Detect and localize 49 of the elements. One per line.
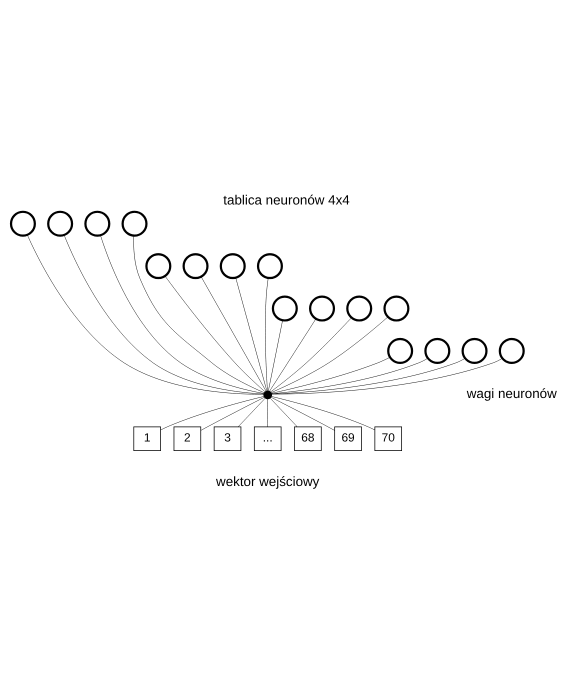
node-circle [47, 210, 74, 237]
connector [271, 396, 376, 430]
connector [200, 397, 265, 431]
connector [236, 278, 268, 392]
node-circle [256, 253, 283, 280]
connector [270, 397, 335, 431]
node-circle [424, 338, 450, 364]
connector [200, 276, 266, 392]
node-box: 68 [294, 426, 322, 452]
node-circle [387, 338, 414, 364]
label: wektor wejściowy [216, 474, 320, 489]
node-circle [10, 210, 36, 237]
connector [133, 235, 264, 393]
connector [100, 235, 264, 394]
node-box: 70 [374, 426, 402, 452]
connector [270, 316, 388, 393]
node-box: 3 [214, 426, 242, 452]
connector [272, 358, 502, 394]
node-circle [220, 253, 246, 280]
node-box: ... [254, 426, 282, 452]
label: wagi neuronów [466, 386, 557, 402]
connector [269, 318, 316, 392]
connector [64, 234, 264, 394]
node-circle [383, 296, 410, 322]
connector [270, 318, 352, 392]
node-circle [272, 296, 298, 322]
node-circle [462, 338, 488, 364]
connector [27, 234, 264, 394]
connector [271, 357, 390, 394]
connector [270, 398, 298, 427]
diagram-title: tablica neuronów 4x4 [223, 192, 350, 208]
connector [265, 278, 268, 391]
node-dot [263, 390, 272, 400]
node-circle [309, 296, 336, 322]
node-circle [346, 296, 372, 322]
node-box: 2 [174, 426, 202, 452]
node-box: 1 [133, 426, 161, 452]
node-circle [84, 210, 110, 237]
connector [164, 276, 266, 392]
connector [272, 358, 428, 394]
node-circle [145, 253, 172, 280]
connector [268, 320, 283, 391]
node-circle [182, 253, 209, 280]
node-box: 69 [334, 426, 362, 452]
connector [238, 398, 266, 427]
connector [271, 358, 466, 394]
node-circle [498, 338, 525, 364]
connector [160, 396, 264, 430]
node-circle [122, 210, 148, 237]
